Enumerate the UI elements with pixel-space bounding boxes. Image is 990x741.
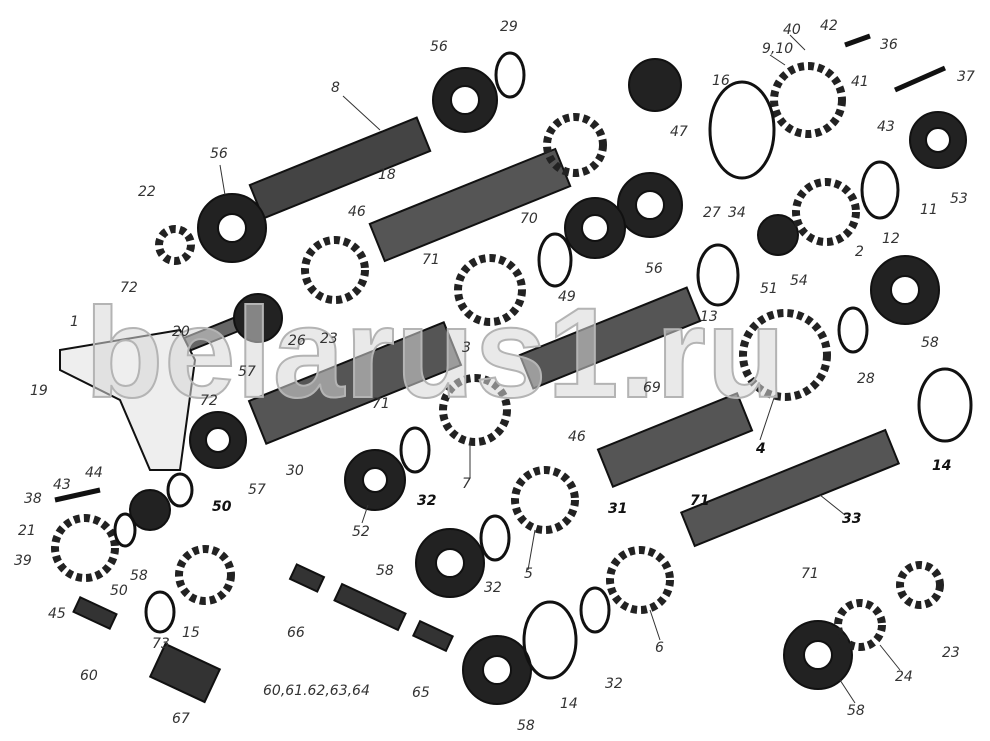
part-label: 6 <box>655 640 664 656</box>
part-label: 66 <box>287 625 305 641</box>
part-label: 52 <box>352 524 370 540</box>
part-label: 41 <box>851 74 869 90</box>
part-label: 19 <box>30 383 48 399</box>
part-label: 53 <box>950 191 968 207</box>
part-label: 50 <box>212 499 232 515</box>
part-label: 46 <box>348 204 366 220</box>
part-label: 43 <box>877 119 895 135</box>
part-label: 23 <box>320 331 338 347</box>
part-label: 24 <box>895 669 913 685</box>
watermark: belarus1.ru <box>84 282 787 425</box>
washers <box>113 51 973 680</box>
part-label: 21 <box>18 523 36 539</box>
part-label: 45 <box>48 606 66 622</box>
part-label: 56 <box>210 146 228 162</box>
part-label: 40 <box>783 22 801 38</box>
part-label: 27 <box>703 205 721 221</box>
part-label: 50 <box>110 583 128 599</box>
shaft-8 <box>248 116 432 220</box>
part-label: 57 <box>238 364 256 380</box>
part-label: 4 <box>756 441 766 457</box>
shaft-33 <box>679 428 901 548</box>
shaft-30 <box>247 321 463 445</box>
part-label: 31 <box>608 501 628 517</box>
part-label: 12 <box>882 231 900 247</box>
part-label: 67 <box>172 711 190 727</box>
part-label: 57 <box>248 482 266 498</box>
part-label: 60,61.62,63,64 <box>263 683 370 699</box>
part-label: 58 <box>130 568 148 584</box>
part-label: 26 <box>288 333 306 349</box>
part-label: 56 <box>645 261 663 277</box>
chain-links <box>72 563 455 704</box>
part-label: 1 <box>70 314 79 330</box>
shaft-31 <box>596 392 754 488</box>
gears <box>51 62 944 651</box>
part-label: 71 <box>372 396 390 412</box>
part-label: 32 <box>484 580 502 596</box>
part-label: 71 <box>801 566 819 582</box>
shaft-3 <box>518 286 702 390</box>
leader-lines <box>219 34 901 704</box>
part-label: 11 <box>920 202 938 218</box>
part-label: 46 <box>568 429 586 445</box>
part-label: 36 <box>880 37 898 53</box>
part-label: 60 <box>80 668 98 684</box>
part-label: 9,10 <box>762 41 794 57</box>
part-label: 32 <box>417 493 437 509</box>
part-label: 28 <box>857 371 875 387</box>
part-label: 18 <box>378 167 396 183</box>
part-label: 49 <box>558 289 576 305</box>
part-label: 72 <box>200 393 218 409</box>
part-label: 58 <box>517 718 535 734</box>
part-label: 15 <box>182 625 200 641</box>
part-label: 42 <box>820 18 838 34</box>
part-label: 71 <box>690 493 710 509</box>
part-label: 65 <box>412 685 430 701</box>
part-label: 29 <box>500 19 518 35</box>
bearing-bores <box>205 85 951 685</box>
part-label: 32 <box>605 676 623 692</box>
part-label: 38 <box>24 491 42 507</box>
part-label: 5 <box>524 566 533 582</box>
part-label: 51 <box>760 281 778 297</box>
part-label: 43 <box>53 477 71 493</box>
part-label: 71 <box>422 252 440 268</box>
part-label: 58 <box>847 703 865 719</box>
part-label: 7 <box>462 476 471 492</box>
part-label: 70 <box>520 211 538 227</box>
part-label: 16 <box>712 73 730 89</box>
part-label: 14 <box>932 458 952 474</box>
part-label: 2 <box>855 244 864 260</box>
part-label: 13 <box>700 309 718 325</box>
part-label: 58 <box>921 335 939 351</box>
part-label: 8 <box>331 80 340 96</box>
part-label: 14 <box>560 696 578 712</box>
part-label: 72 <box>120 280 138 296</box>
part-label: 69 <box>643 380 661 396</box>
part-label: 47 <box>670 124 688 140</box>
part-label: 34 <box>728 205 746 221</box>
part-label: 23 <box>942 645 960 661</box>
part-label: 33 <box>842 511 862 527</box>
shaft-18 <box>368 147 572 263</box>
part-label: 30 <box>286 463 304 479</box>
part-label: 58 <box>376 563 394 579</box>
part-label: 22 <box>138 184 156 200</box>
part-label: 39 <box>14 553 32 569</box>
part-label: 56 <box>430 39 448 55</box>
part-label: 37 <box>957 69 975 85</box>
bracket-1 <box>59 328 197 471</box>
part-label: 73 <box>152 636 170 652</box>
part-label: 44 <box>85 465 103 481</box>
part-label: 54 <box>790 273 808 289</box>
part-label: 20 <box>172 324 190 340</box>
bolts <box>54 33 947 503</box>
part-label: 3 <box>462 340 471 356</box>
